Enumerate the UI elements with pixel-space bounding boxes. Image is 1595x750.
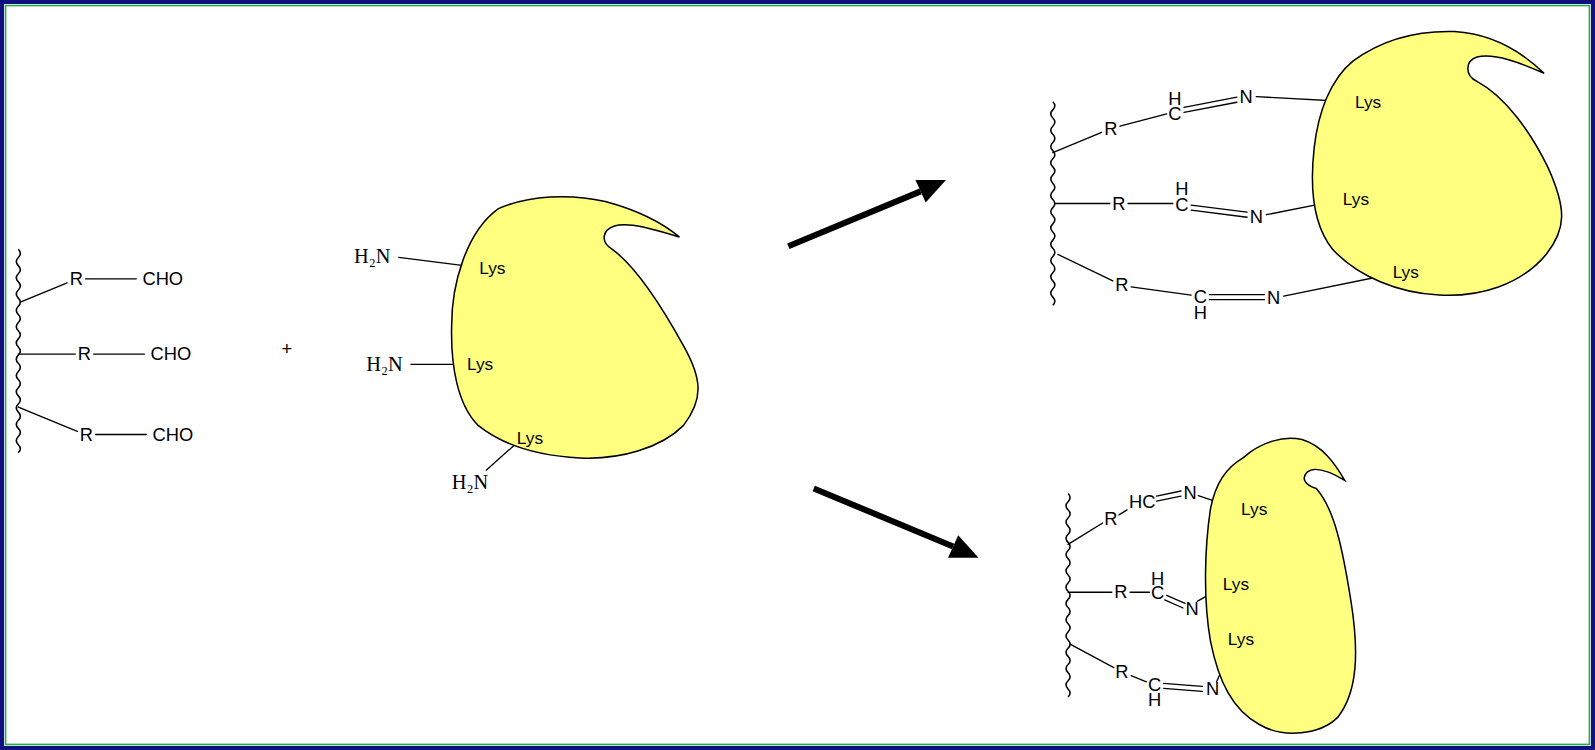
chem-label: N <box>1206 680 1219 698</box>
chem-label: R <box>70 270 83 288</box>
enzyme-shape: LysLysLys <box>448 191 708 464</box>
residue-label: Lys <box>1228 630 1254 647</box>
residue-label: Lys <box>1343 191 1369 208</box>
chem-label: R <box>1115 662 1128 680</box>
chem-label: H₂N <box>366 354 402 374</box>
chem-label: N <box>1250 208 1263 226</box>
chem-label: R <box>78 345 91 363</box>
chem-label: N <box>1186 599 1199 617</box>
residue-label: Lys <box>479 260 505 277</box>
chem-label: C <box>1151 584 1164 602</box>
chem-label: HC <box>1129 493 1155 511</box>
chem-label: R <box>1115 276 1128 294</box>
chem-label: R <box>1104 510 1117 528</box>
residue-label: Lys <box>1393 264 1419 281</box>
chem-label: R <box>80 425 93 443</box>
support-surface <box>16 249 20 453</box>
chem-label: H <box>1148 691 1161 709</box>
enzyme-shape: LysLysLys <box>1200 433 1363 738</box>
residue-label: Lys <box>1355 94 1381 111</box>
residue-label: Lys <box>467 356 493 373</box>
residue-label: Lys <box>517 430 543 447</box>
chem-label: H₂N <box>354 245 390 265</box>
chem-label: H <box>1194 303 1207 321</box>
chem-label: C <box>1175 195 1188 213</box>
residue-label: Lys <box>1223 575 1249 592</box>
chem-label: CHO <box>151 345 192 363</box>
chem-label: N <box>1184 483 1197 501</box>
chem-label: + <box>282 340 293 358</box>
chem-label: C <box>1168 105 1181 123</box>
residue-label: Lys <box>1241 501 1267 518</box>
chem-label: CHO <box>142 270 183 288</box>
chem-label: N <box>1239 88 1252 106</box>
enzyme-shape: LysLysLys <box>1308 26 1570 301</box>
chem-label: R <box>1114 583 1127 601</box>
chem-label: R <box>1104 120 1117 138</box>
enzyme-outline <box>1308 26 1570 301</box>
chem-label: H₂N <box>452 472 488 492</box>
support-surface <box>1066 494 1070 698</box>
chem-label: CHO <box>153 425 194 443</box>
chem-label: N <box>1267 289 1280 307</box>
chem-label: R <box>1112 194 1125 212</box>
enzyme-outline <box>448 191 708 464</box>
